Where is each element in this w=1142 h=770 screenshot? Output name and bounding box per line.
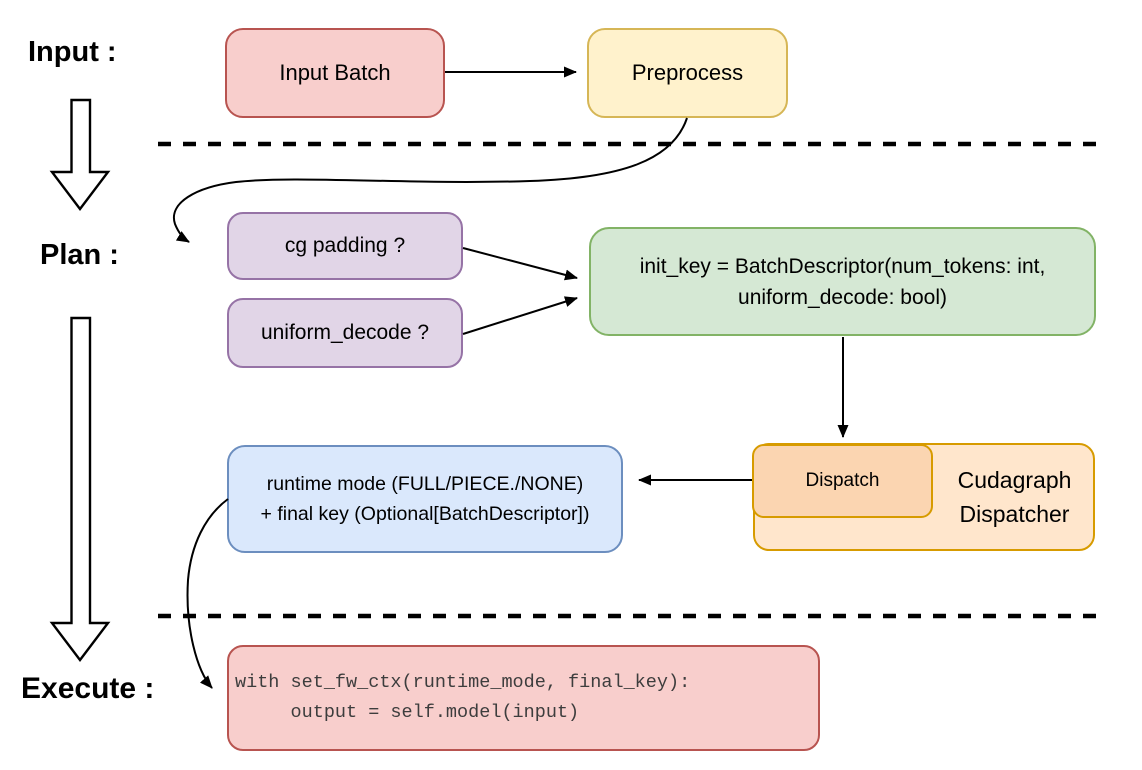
node-preprocess: Preprocess [587,28,788,118]
node-cudagraph-line2: Dispatcher [959,501,1070,527]
node-code-line2: output = self.model(input) [235,702,580,723]
node-runtime-mode: runtime mode (FULL/PIECE./NONE) + final … [227,445,623,553]
stage-label-input: Input : [28,36,117,68]
node-init-key-line1: init_key = BatchDescriptor(num_tokens: i… [639,254,1046,278]
node-runtime-line2: + final key (Optional[BatchDescriptor]) [260,503,590,525]
flow-down-arrow-input-to-plan-icon [49,98,111,211]
arrow-uniform-decode-to-init-key [462,296,578,335]
node-runtime-line1: runtime mode (FULL/PIECE./NONE) [266,473,584,495]
node-init-key: init_key = BatchDescriptor(num_tokens: i… [589,227,1096,336]
arrow-cg-padding-to-init-key [462,247,578,281]
node-cg-padding: cg padding ? [227,212,463,280]
node-uniform-decode-label: uniform_decode ? [260,321,430,344]
node-execute-code: with set_fw_ctx(runtime_mode, final_key)… [227,645,820,751]
node-uniform-decode: uniform_decode ? [227,298,463,368]
arrow-runtime-mode-to-execute-code [186,498,229,689]
node-input-batch-label: Input Batch [279,60,391,85]
node-dispatch-label: Dispatch [805,470,880,491]
node-cudagraph-dispatcher-label: Cudagraph Dispatcher [936,445,1093,549]
node-input-batch: Input Batch [225,28,445,118]
node-init-key-line2: uniform_decode: bool) [738,285,947,309]
node-dispatch: Dispatch [752,444,933,518]
stage-label-plan: Plan : [40,239,119,271]
node-code-line1: with set_fw_ctx(runtime_mode, final_key)… [235,672,691,693]
stage-label-execute: Execute : [21,672,155,705]
node-cudagraph-line1: Cudagraph [957,467,1072,493]
flow-down-arrow-plan-to-execute-icon [49,316,111,662]
node-preprocess-label: Preprocess [631,60,744,85]
node-cg-padding-label: cg padding ? [284,234,406,257]
